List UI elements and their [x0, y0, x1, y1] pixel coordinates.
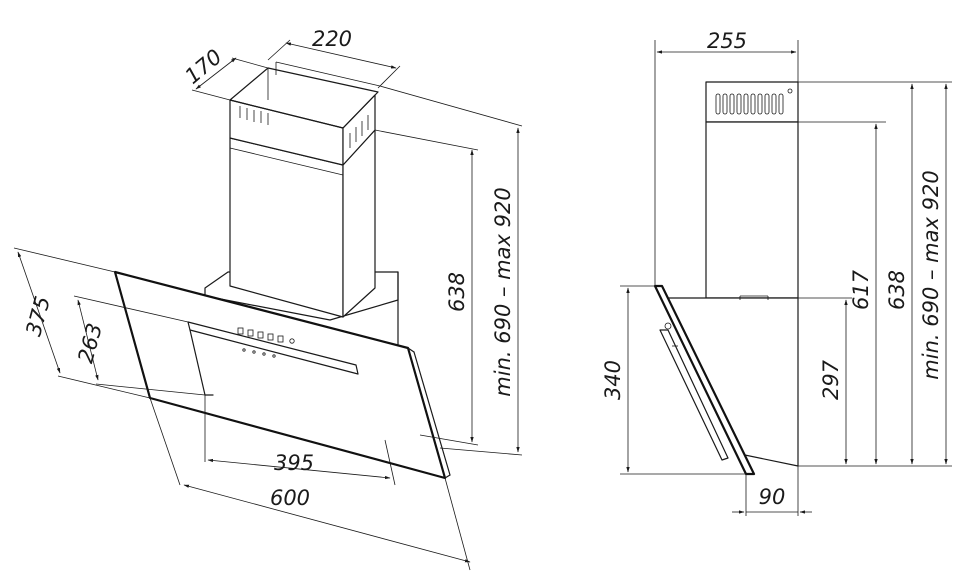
- dim-label-220: 220: [312, 27, 352, 51]
- chimney: [229, 61, 381, 318]
- dim-width-bottom: 395 600: [149, 395, 471, 571]
- dim-label-600: 600: [270, 486, 310, 510]
- dim-label-total-right: min. 690 – max 920: [919, 170, 943, 379]
- vent-slots: [239, 106, 369, 148]
- dim-label-total-left: min. 690 – max 920: [491, 187, 515, 396]
- dim-vertical-right: 297 617 638 min. 690 – max 920: [798, 81, 952, 467]
- dim-label-375: 375: [21, 294, 55, 339]
- dim-vertical-left: 638 min. 690 – max 920: [374, 85, 523, 456]
- dim-label-170: 170: [180, 45, 226, 89]
- dim-label-395: 395: [274, 451, 314, 475]
- dim-label-263: 263: [73, 321, 107, 366]
- dim-label-90: 90: [759, 485, 786, 509]
- dim-label-340: 340: [601, 360, 625, 400]
- dim-90: 90: [732, 466, 812, 516]
- dim-label-617: 617: [849, 269, 873, 310]
- dim-255: 255: [654, 29, 799, 286]
- dim-170: 170: [180, 45, 269, 101]
- side-chimney: [705, 81, 799, 299]
- dim-label-638-right: 638: [885, 270, 909, 310]
- dim-label-255: 255: [707, 29, 747, 53]
- dim-label-297: 297: [819, 359, 843, 400]
- dim-label-638-left: 638: [445, 272, 469, 312]
- side-glass: [653, 284, 756, 476]
- isometric-view: 220 170 638 min. 690 – max 920: [13, 27, 523, 571]
- side-view: 255 340 297 617 638 min. 690 – max 920: [601, 29, 952, 516]
- dim-220: 220: [267, 27, 401, 89]
- side-vent-slots: [715, 88, 793, 115]
- dim-340: 340: [601, 285, 746, 475]
- control-buttons: [237, 327, 295, 358]
